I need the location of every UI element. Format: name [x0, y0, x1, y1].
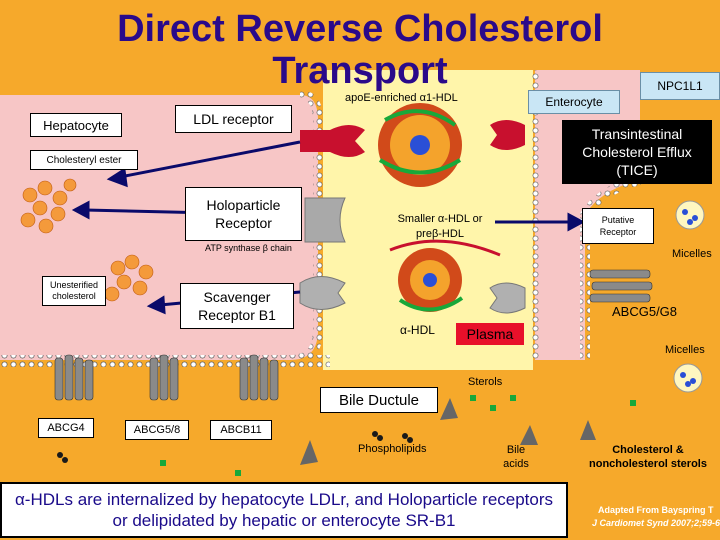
tice-label: Transintestinal Cholesterol Efflux (TICE…: [562, 120, 712, 184]
bile-acids-label: Bile acids: [503, 444, 529, 470]
hepatocyte-label: Hepatocyte: [30, 113, 122, 137]
sterols-label: Sterols: [468, 376, 503, 388]
smaller-hdl-label: Smaller α-HDL or preβ-HDL: [397, 213, 483, 240]
bile-ductule-label: Bile Ductule: [320, 387, 438, 413]
holoparticle-receptor-label: Holoparticle Receptor: [185, 187, 302, 241]
cholesteryl-ester-label: Cholesteryl ester: [30, 150, 138, 170]
credit-line-2: J Cardiomet Synd 2007;2;59-6: [592, 518, 720, 528]
chol-nonchol-label: Cholesterol & noncholesterol sterols: [589, 444, 707, 470]
scavenger-receptor-label: Scavenger Receptor B1: [180, 283, 294, 329]
alpha-hdl-label: α-HDL: [400, 323, 435, 337]
phospholipids-label: Phospholipids: [358, 443, 427, 455]
page-title: Direct Reverse Cholesterol Transport: [117, 8, 603, 92]
enterocyte-label: Enterocyte: [528, 90, 620, 114]
ldl-receptor-label: LDL receptor: [175, 105, 292, 133]
npc1l1-label: NPC1L1: [640, 72, 720, 100]
micelles-top-label: Micelles: [672, 248, 712, 260]
putative-receptor-label: Putative Receptor: [582, 208, 654, 244]
credit-line-1: Adapted From Bayspring T: [598, 505, 714, 515]
apoe-hdl-label: apoE-enriched α1-HDL: [345, 92, 458, 104]
hdl-particles: [378, 103, 501, 312]
ldl-receptor-shape: [300, 125, 365, 157]
micelles-bottom-label: Micelles: [665, 344, 705, 356]
abcb11-label: ABCB11: [210, 420, 272, 440]
caption-text: α-HDLs are internalized by hepatocyte LD…: [14, 490, 554, 530]
caption-box: α-HDLs are internalized by hepatocyte LD…: [0, 482, 568, 538]
holoparticle-receptor-shape: [304, 197, 346, 243]
atp-synthase-label: ATP synthase β chain: [205, 243, 292, 253]
scavenger-receptor-shape: [299, 276, 346, 310]
abcg5-8-label: ABCG5/8: [125, 420, 189, 440]
abcg5g8-right-label: ABCG5/G8: [612, 304, 678, 319]
abcg4-label: ABCG4: [38, 418, 94, 438]
unesterified-cholesterol-label: Unesterified cholesterol: [42, 276, 106, 306]
plasma-label: Plasma: [456, 323, 524, 345]
